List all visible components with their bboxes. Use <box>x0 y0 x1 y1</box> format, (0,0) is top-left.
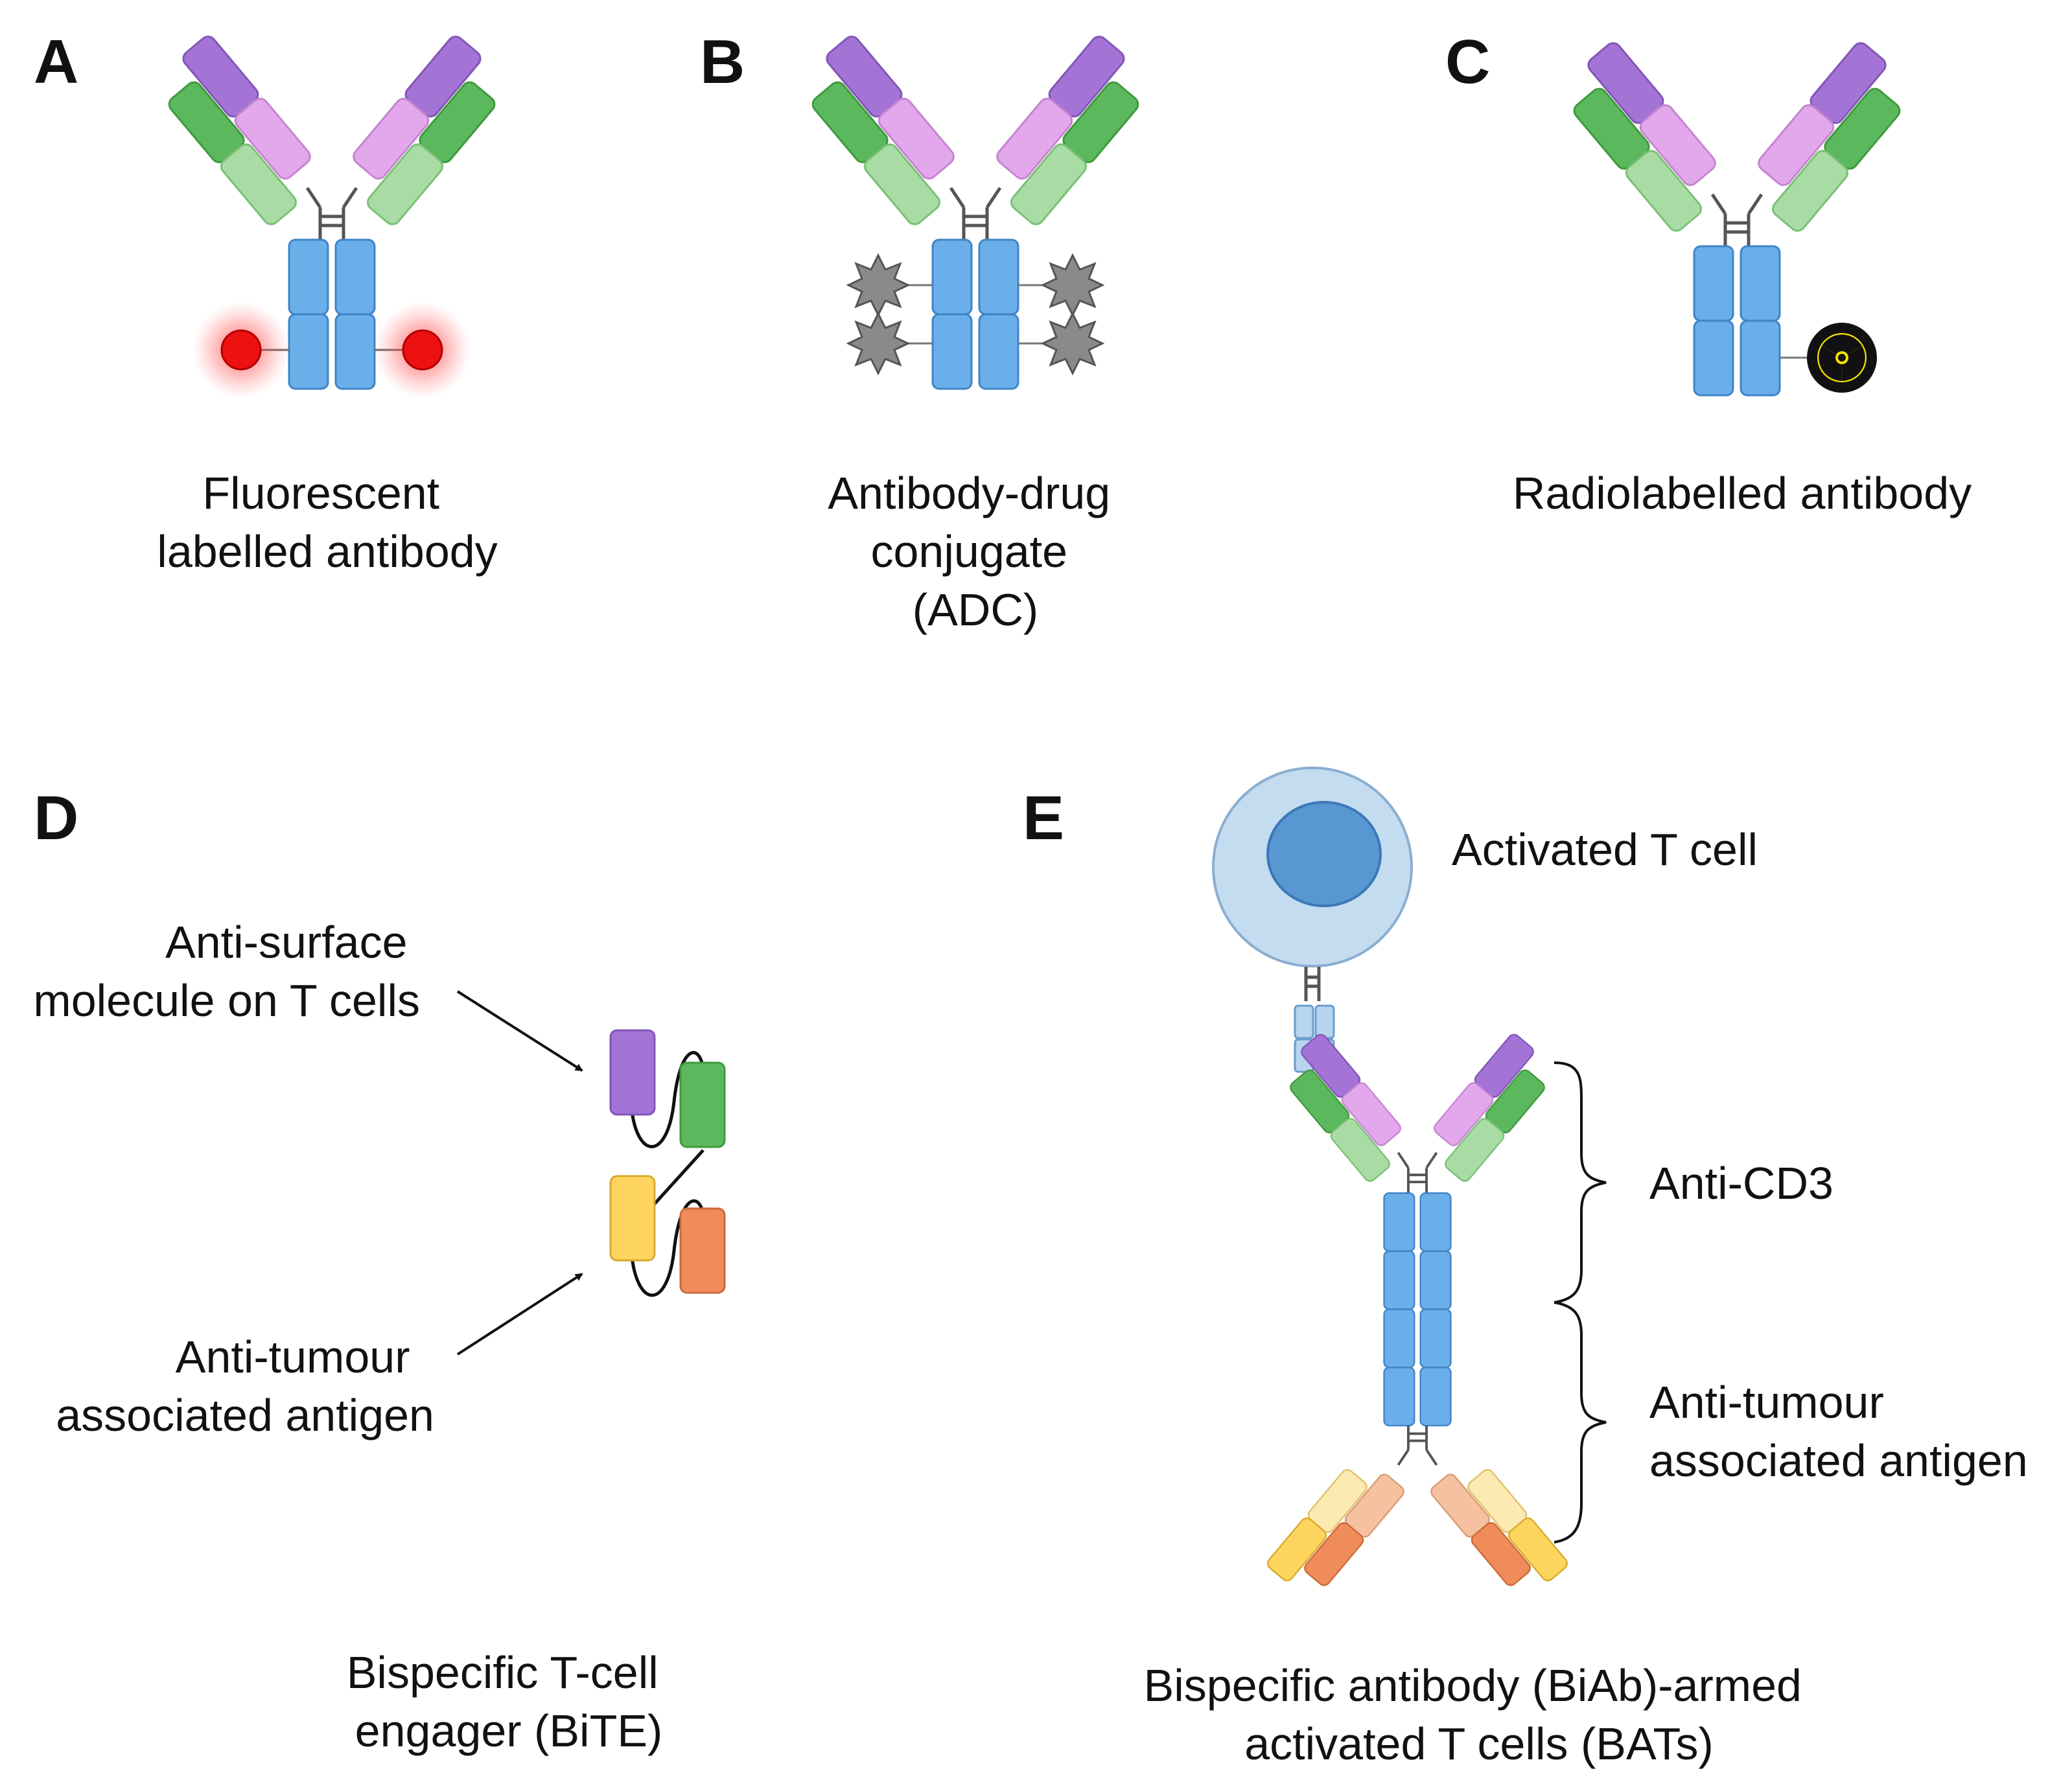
star-drug-icon <box>1042 312 1104 375</box>
star-drug-icon <box>847 254 909 316</box>
panel-letter-d: D <box>34 783 78 853</box>
panel-a: A Fluorescent labelled antibody <box>34 27 514 577</box>
arrow <box>456 1273 583 1356</box>
panel-letter-b: B <box>700 27 745 97</box>
label-anti-tumour-d: Anti-tumour associated antigen <box>56 1332 434 1441</box>
arrow <box>456 990 583 1072</box>
star-drug-icon <box>847 312 909 375</box>
panel-b: B Antibody-drug conjugate (ADC) <box>700 27 1158 635</box>
panel-letter-c: C <box>1445 27 1490 97</box>
panel-e: E Activated T cell <box>1023 767 2028 1769</box>
caption-a: Fluorescent labelled antibody <box>157 468 497 577</box>
adc-antibody-icon <box>793 34 1158 389</box>
panel-letter-a: A <box>34 27 78 97</box>
radiation-icon <box>1807 323 1877 393</box>
caption-b: Antibody-drug conjugate (ADC) <box>828 468 1123 635</box>
curly-brace <box>1554 1301 1607 1544</box>
label-anti-tumour-e: Anti-tumour associated antigen <box>1649 1377 2028 1486</box>
caption-d: Bispecific T-cell engager (BiTE) <box>347 1647 671 1756</box>
caption-c: Radiolabelled antibody <box>1513 468 1972 518</box>
star-drug-icon <box>1042 254 1104 316</box>
panel-letter-e: E <box>1023 783 1064 853</box>
panel-d: D Anti-surface molecule on T cells Anti-… <box>33 783 726 1756</box>
bite-molecule-icon <box>609 1029 726 1297</box>
t-cell-icon <box>1212 767 1413 1073</box>
fluorescent-antibody-icon <box>150 34 515 399</box>
caption-e: Bispecific antibody (BiAb)-armed activat… <box>1144 1660 1815 1769</box>
label-anti-cd3: Anti-CD3 <box>1649 1158 1833 1209</box>
radiolabelled-antibody-icon <box>1555 40 1920 395</box>
label-activated-t-cell: Activated T cell <box>1452 824 1758 875</box>
curly-brace <box>1554 1061 1607 1304</box>
panel-c: C Radiolabelled antibody <box>1445 27 1972 518</box>
bispecific-antibody-icon <box>1267 1030 1568 1586</box>
label-anti-surface: Anti-surface molecule on T cells <box>33 917 420 1026</box>
